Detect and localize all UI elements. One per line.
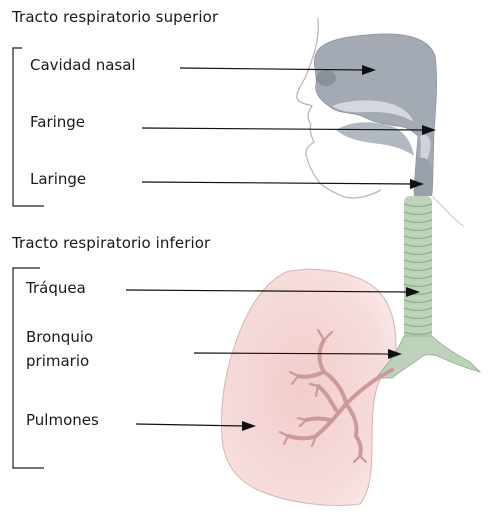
tongue-shape: [336, 122, 414, 156]
larynx-shape: [414, 158, 432, 197]
larynx-label: Laringe: [30, 170, 86, 189]
nostril-shape: [316, 70, 336, 86]
primary-bronchus-label-line2: primario: [26, 352, 89, 371]
neck-line: [432, 196, 464, 226]
trachea-label: Tráquea: [26, 279, 86, 298]
lung-shape: [222, 269, 396, 505]
lungs-label: Pulmones: [26, 411, 99, 430]
lower-respiratory-tract-title: Tracto respiratorio inferior: [12, 234, 210, 253]
pharynx-label: Faringe: [30, 113, 85, 132]
nasal-cavity-label: Cavidad nasal: [30, 56, 136, 75]
primary-bronchus-label-line1: Bronquio: [26, 328, 93, 347]
upper-respiratory-tract-title: Tracto respiratorio superior: [12, 8, 218, 27]
